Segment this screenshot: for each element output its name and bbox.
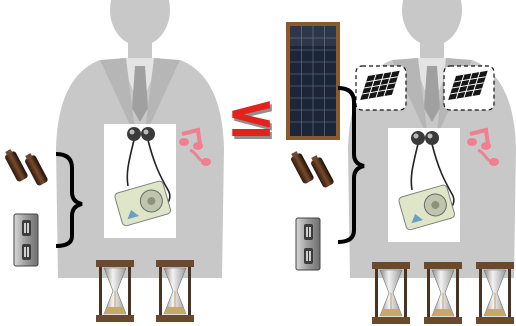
left-hourglass-icon-2 xyxy=(155,259,195,323)
right-wall-outlet-icon xyxy=(295,217,321,271)
right-batteries-icon xyxy=(288,149,335,189)
left-batteries-icon xyxy=(2,147,49,187)
left-music-player-icon xyxy=(103,123,177,239)
wearable-solar-cell-icon-2 xyxy=(443,65,495,111)
right-scenario xyxy=(286,0,516,325)
left-curly-brace xyxy=(55,152,83,248)
wearable-solar-cell-icon-1 xyxy=(355,65,407,111)
right-hourglass-icon-3 xyxy=(475,261,515,325)
left-wall-outlet-icon xyxy=(13,213,39,267)
right-music-player-icon xyxy=(387,127,461,243)
left-scenario xyxy=(2,0,224,323)
right-hourglass-icon-1 xyxy=(371,261,411,325)
right-hourglass-icon-2 xyxy=(423,261,463,325)
less-than-or-equal-symbol: ≤ xyxy=(225,81,277,151)
right-curly-brace xyxy=(337,86,365,244)
solar-panel-icon xyxy=(286,22,340,140)
left-hourglass-icon-1 xyxy=(95,259,135,323)
